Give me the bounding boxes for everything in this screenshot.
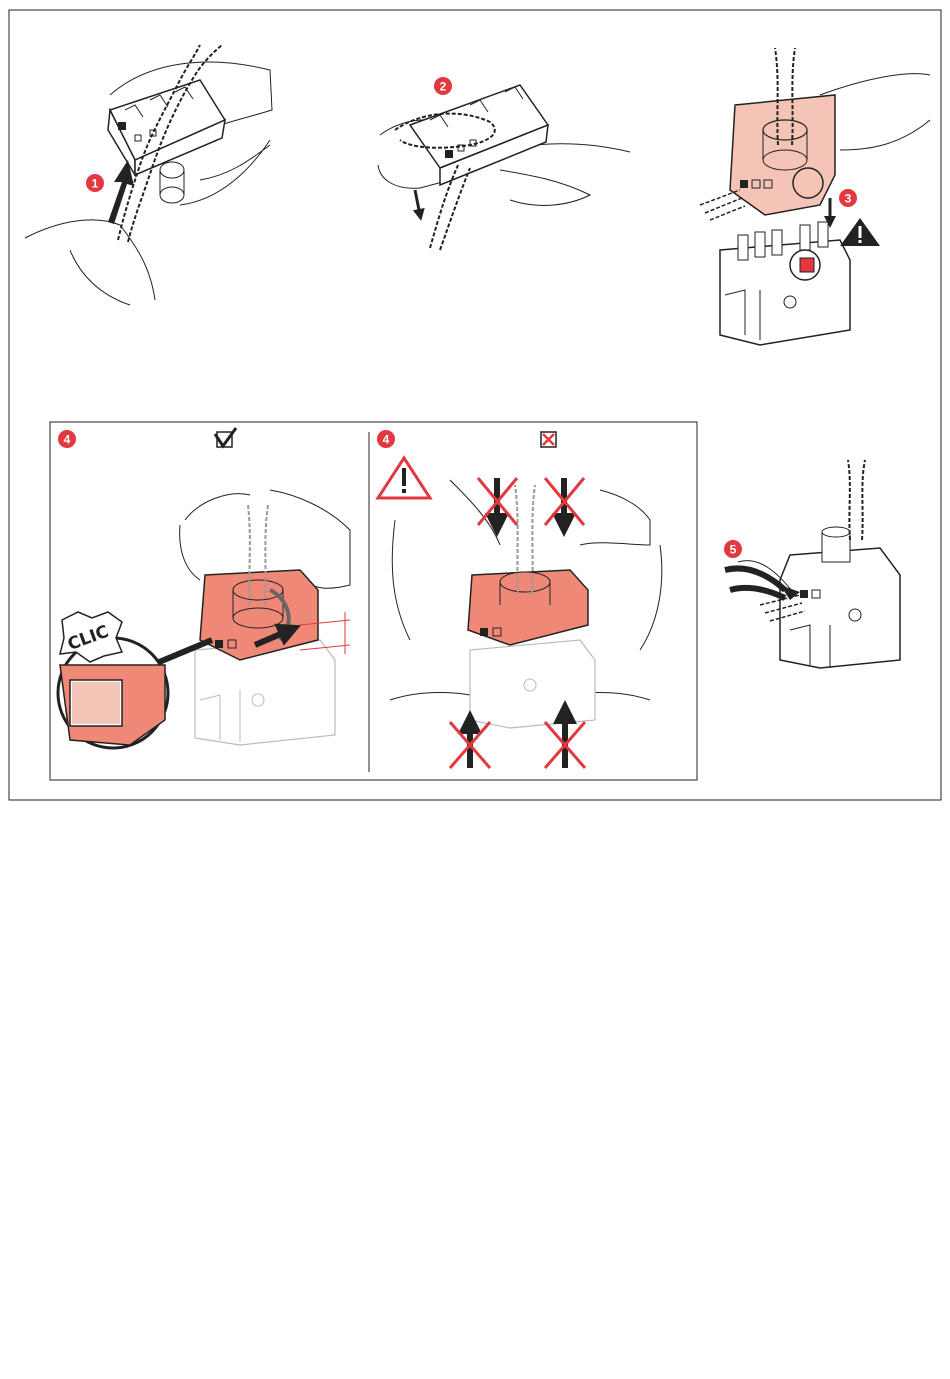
hand-left bbox=[180, 525, 200, 580]
connector-block bbox=[410, 85, 548, 185]
cover-housing bbox=[468, 570, 588, 645]
step-2-illustration: 2 bbox=[378, 77, 630, 250]
step-badge-5: 5 bbox=[724, 540, 742, 558]
hand-right bbox=[820, 74, 930, 150]
cover-housing bbox=[730, 95, 835, 215]
hand-bottom bbox=[25, 220, 155, 305]
svg-text:2: 2 bbox=[440, 80, 447, 94]
twisted-wire bbox=[848, 460, 850, 540]
hand-top bbox=[450, 480, 650, 545]
step-4-correct: 4 bbox=[58, 428, 350, 748]
warning-triangle-icon bbox=[840, 218, 880, 246]
step-3-illustration: 3 bbox=[700, 48, 930, 345]
step-1-illustration: 1 bbox=[25, 45, 272, 305]
base-module-ghost bbox=[195, 640, 335, 745]
assembled-module bbox=[780, 527, 900, 668]
base-module-ghost bbox=[470, 640, 595, 728]
svg-text:4: 4 bbox=[383, 433, 390, 447]
push-arrow bbox=[108, 160, 134, 224]
step-badge-3: 3 bbox=[839, 189, 857, 207]
base-module bbox=[720, 222, 850, 345]
svg-text:4: 4 bbox=[64, 433, 71, 447]
clic-burst: CLIC bbox=[60, 612, 122, 662]
down-arrow bbox=[415, 190, 420, 215]
wrong-push-down-left bbox=[478, 478, 517, 525]
step-5-illustration: 5 bbox=[724, 460, 900, 668]
wrong-push-up-left bbox=[450, 722, 490, 768]
check-box-icon bbox=[215, 428, 236, 447]
step-badge-2: 2 bbox=[434, 77, 452, 95]
warning-triangle-icon bbox=[378, 458, 430, 498]
twisted-wire bbox=[862, 460, 865, 540]
wrong-push-down-right bbox=[545, 478, 584, 525]
crossed-box-icon bbox=[541, 432, 556, 447]
svg-text:5: 5 bbox=[730, 543, 737, 557]
svg-text:1: 1 bbox=[92, 177, 99, 191]
step-badge-4-correct: 4 bbox=[58, 430, 76, 448]
step-badge-4-wrong: 4 bbox=[377, 430, 395, 448]
svg-text:3: 3 bbox=[845, 192, 852, 206]
step-4-wrong: 4 bbox=[377, 430, 662, 768]
step-badge-1: 1 bbox=[86, 174, 104, 192]
